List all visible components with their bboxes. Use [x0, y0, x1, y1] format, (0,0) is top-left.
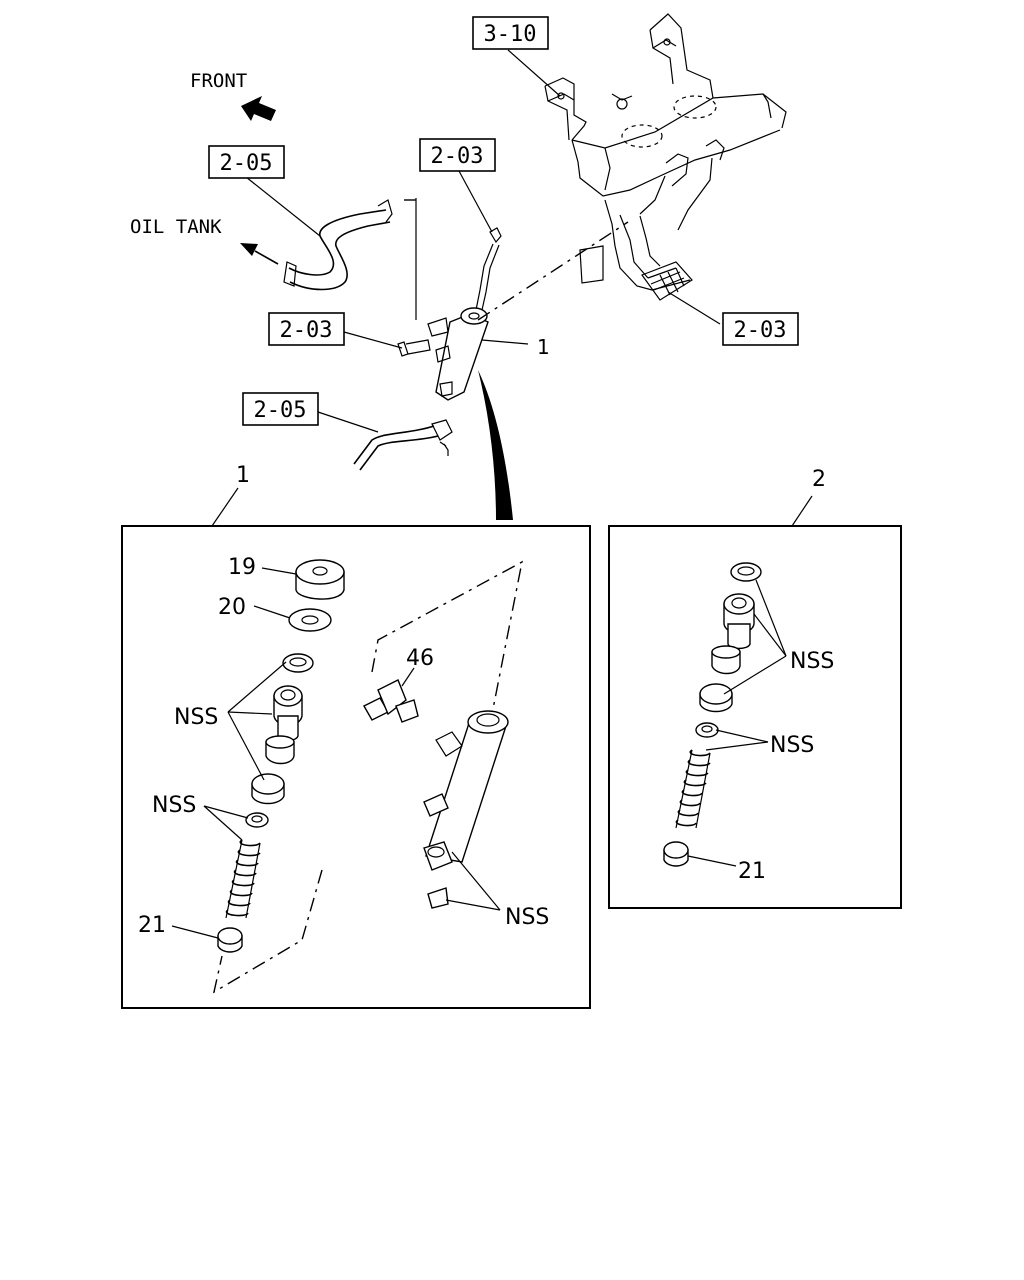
oil-tank-label: OIL TANK [130, 216, 222, 238]
seal-ring-drawing [282, 653, 314, 673]
item-1-label: 1 [537, 335, 550, 359]
ref-box-pushrod-clevis: 2-03 [419, 138, 496, 172]
front-label: FRONT [190, 70, 247, 92]
nss-label-a: NSS [174, 705, 218, 730]
svg-text:2-03: 2-03 [734, 318, 787, 343]
ref-box-pedal-bracket: 3-10 [472, 16, 549, 50]
panel-1-frame [121, 525, 591, 1009]
svg-text:2-03: 2-03 [431, 144, 484, 169]
panel-1-label: 1 [236, 463, 250, 488]
detail-pointer-arrow [478, 370, 513, 520]
pedal-bracket-drawing [544, 13, 787, 231]
part-19-label: 19 [228, 555, 256, 580]
end-plug-2-drawing [663, 841, 689, 867]
bolt-drawing [397, 339, 431, 357]
oil-tank-arrow-icon [240, 243, 279, 265]
reservoir-cap-drawing [295, 559, 345, 600]
panel-2-label: 2 [812, 467, 826, 492]
spring-drawing [225, 839, 261, 919]
cylinder-body-drawing [423, 710, 509, 909]
end-plug-drawing [217, 927, 243, 953]
lower-hose-drawing [353, 419, 453, 471]
svg-text:2-05: 2-05 [254, 398, 307, 423]
small-seal-2-drawing [695, 722, 719, 738]
nss-label-2a: NSS [790, 649, 834, 674]
seal-ring-2-drawing [730, 562, 762, 582]
part-46-label: 46 [406, 646, 434, 671]
nss-label-2b: NSS [770, 733, 814, 758]
nss-label-b: NSS [152, 793, 196, 818]
part-21-label: 21 [138, 913, 166, 938]
piston-drawing [265, 685, 303, 765]
part-20-label: 20 [218, 595, 246, 620]
panel-2-frame [608, 525, 902, 909]
cup-2-drawing [699, 683, 733, 713]
ref-box-hose-lower: 2-05 [242, 392, 319, 426]
part-21-label-2: 21 [738, 859, 766, 884]
clutch-pedal-drawing [579, 199, 693, 301]
piston-2-drawing [711, 593, 755, 675]
pushrod-clevis-drawing [475, 227, 502, 311]
cup-drawing [251, 773, 285, 805]
small-seal-drawing [245, 812, 269, 828]
master-cylinder-drawing [427, 307, 489, 401]
ref-box-bolt: 2-03 [268, 312, 345, 346]
spring-2-drawing [675, 749, 711, 829]
svg-text:2-05: 2-05 [220, 151, 273, 176]
nss-label-c: NSS [505, 905, 549, 930]
svg-text:3-10: 3-10 [484, 22, 537, 47]
svg-text:2-03: 2-03 [280, 318, 333, 343]
fitting-drawing [363, 679, 419, 723]
ref-box-pedal: 2-03 [722, 312, 799, 346]
ref-box-hose-upper: 2-05 [208, 145, 285, 179]
upper-hose-drawing [283, 199, 393, 291]
front-arrow-icon [241, 96, 276, 121]
washer-drawing [288, 608, 332, 632]
